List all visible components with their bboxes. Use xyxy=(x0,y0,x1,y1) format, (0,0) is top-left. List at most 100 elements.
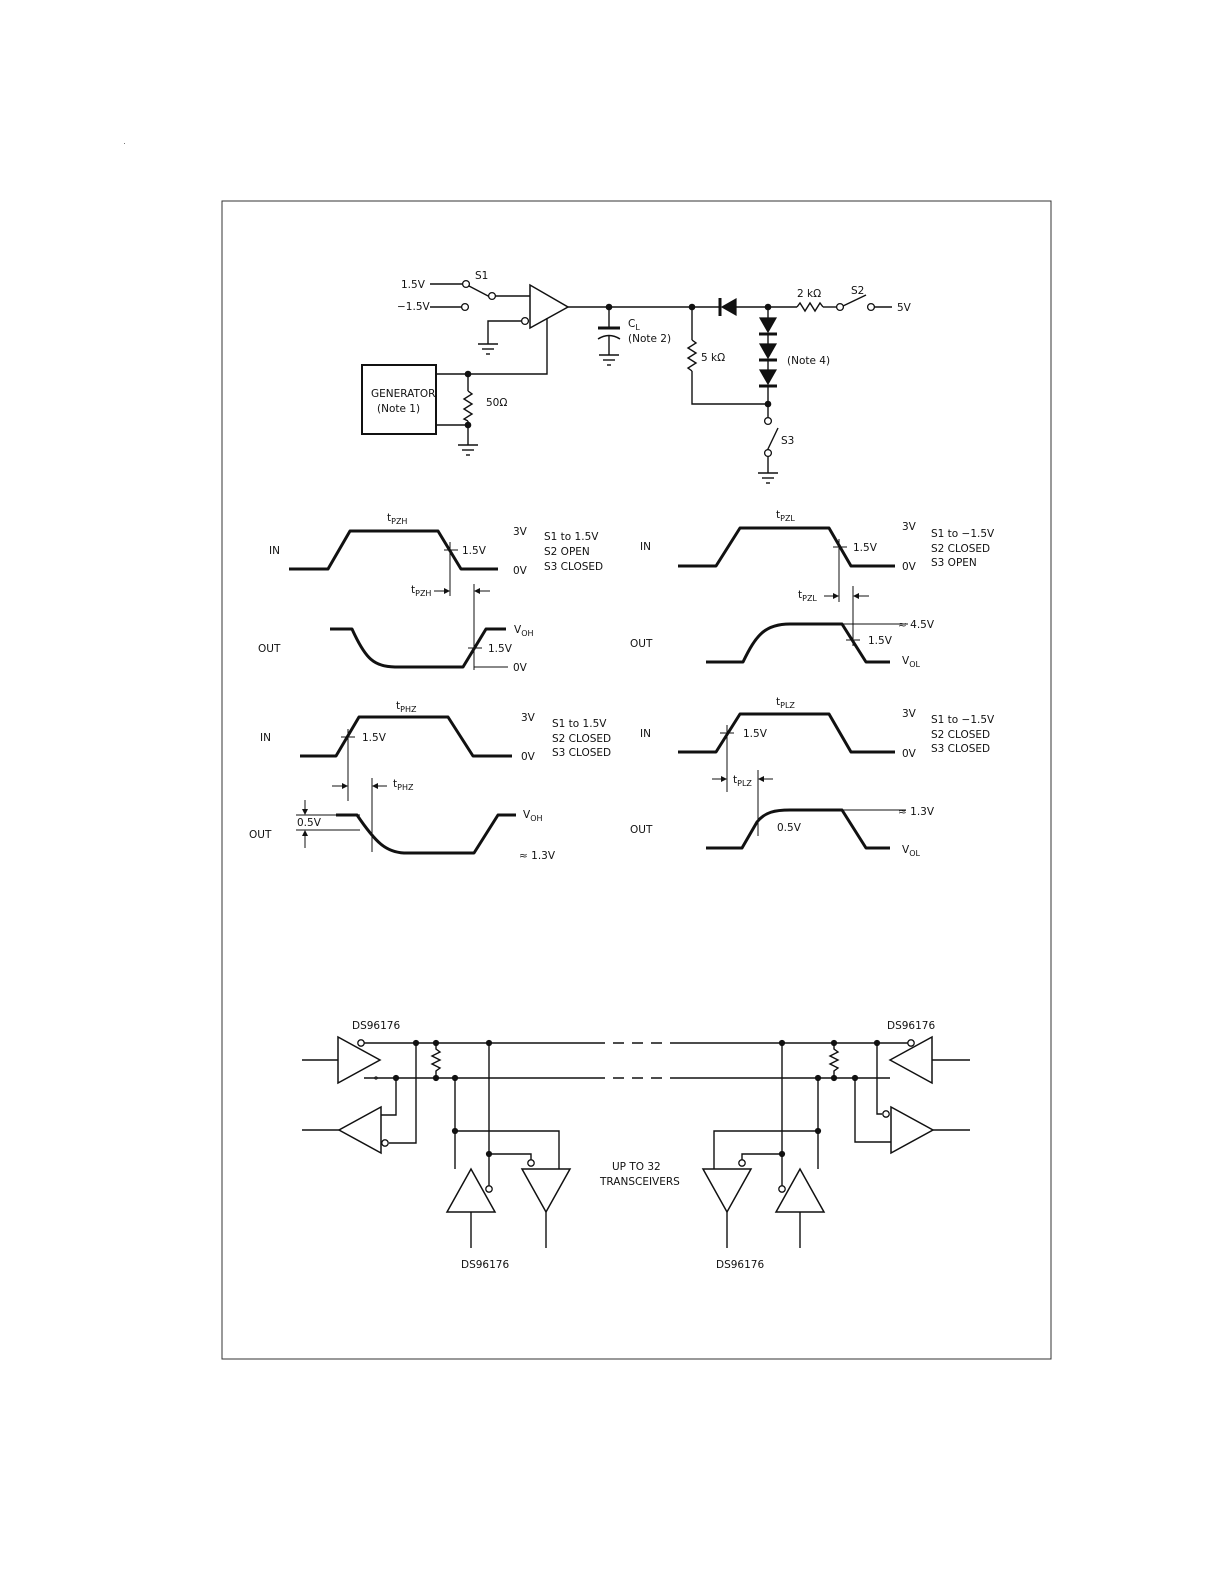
plz-out-trace xyxy=(706,808,890,850)
plz-0v5: 0.5V xyxy=(777,822,802,834)
generator-label: GENERATOR xyxy=(371,388,435,400)
s1-blade xyxy=(468,285,491,298)
page-speck xyxy=(124,143,125,144)
stack-diode-3 xyxy=(758,369,778,386)
pzh-3v: 3V xyxy=(513,526,528,538)
pzh-title: tPZH xyxy=(387,512,407,526)
pzh-cond-1: S1 to 1.5V xyxy=(544,531,599,543)
caption-line-2: TRANSCEIVERS xyxy=(599,1176,680,1188)
s1-label: S1 xyxy=(475,270,488,282)
s2-label: S2 xyxy=(851,285,864,297)
pzl-out-label: OUT xyxy=(630,638,653,650)
s2-contact-left xyxy=(835,302,845,312)
figure-frame xyxy=(221,200,1052,1360)
stack-diode-1 xyxy=(758,317,778,334)
pzl-delay: tPZL xyxy=(798,589,817,603)
plz-in-label: IN xyxy=(640,728,651,740)
phz-voh: VOH xyxy=(523,809,543,823)
term-right-resistor xyxy=(828,1043,840,1078)
resistor-50 xyxy=(462,390,474,422)
tl-driver-bubble-bottom xyxy=(374,1076,378,1080)
cl-label: CL xyxy=(628,318,640,332)
br-receiver-bubble xyxy=(738,1159,746,1167)
phz-arrowhead-left xyxy=(342,783,348,789)
s1-common xyxy=(487,291,497,301)
pzl-3v: 3V xyxy=(902,521,917,533)
pzh-0v-out: 0V xyxy=(513,662,528,674)
plz-v13: ≈ 1.3V xyxy=(898,806,935,818)
plz-0v-in: 0V xyxy=(902,748,917,760)
tr-receiver xyxy=(890,1105,935,1155)
pzh-cond-2: S2 OPEN xyxy=(544,546,590,558)
plz-cond-3: S3 CLOSED xyxy=(931,743,990,755)
phz-v13: ≈ 1.3V xyxy=(519,850,556,862)
term-right-bottom xyxy=(830,1074,838,1082)
phz-in-trace xyxy=(300,715,512,758)
tr-receiver-bubble xyxy=(882,1110,890,1118)
r5k-wire-bottom xyxy=(691,371,768,405)
tl-node-b xyxy=(412,1039,420,1047)
phz-1v5-in: 1.5V xyxy=(362,732,387,744)
tl-rx-wire-a xyxy=(381,1078,397,1116)
pzl-1v5-in: 1.5V xyxy=(853,542,878,554)
s1-high-label: 1.5V xyxy=(401,279,426,291)
driver-input-wire xyxy=(436,318,548,375)
tl-receiver-bubble xyxy=(381,1139,389,1147)
s3-contact-top xyxy=(763,416,773,426)
bl-rx-wire-b xyxy=(489,1153,532,1160)
tr-rx-wire-b xyxy=(876,1043,882,1115)
pzl-cond-2: S2 CLOSED xyxy=(931,543,990,555)
phz-3v: 3V xyxy=(521,712,536,724)
s2-blade xyxy=(842,294,867,307)
phz-0v-in: 0V xyxy=(521,751,536,763)
s3-label: S3 xyxy=(781,435,794,447)
br-rx-wire-b xyxy=(741,1153,782,1160)
plz-title: tPLZ xyxy=(776,696,795,710)
plz-arrowhead-left xyxy=(721,776,727,782)
pzl-cond-1: S1 to −1.5V xyxy=(931,528,995,540)
pzh-in-label: IN xyxy=(269,545,280,557)
plz-in-trace xyxy=(678,712,895,754)
plz-1v5-in: 1.5V xyxy=(743,728,768,740)
phz-title: tPHZ xyxy=(396,700,417,714)
pzl-0v-in: 0V xyxy=(902,561,917,573)
phz-cond-3: S3 CLOSED xyxy=(552,747,611,759)
generator-note: (Note 1) xyxy=(377,403,420,415)
phz-arrowhead-right xyxy=(372,783,378,789)
s3-blade xyxy=(766,427,779,452)
plz-arrowhead-right xyxy=(758,776,764,782)
test-driver xyxy=(529,283,570,330)
label-bl: DS96176 xyxy=(461,1259,509,1271)
series-diode xyxy=(720,297,737,317)
pzh-out-trace xyxy=(330,627,506,669)
waveform-plz: tPLZ IN 3V 1.5V 0V tPLZ OUT ≈ 1.3V 0.5V … xyxy=(630,696,995,858)
tl-driver xyxy=(337,1035,382,1085)
phz-cond-2: S2 CLOSED xyxy=(552,733,611,745)
phz-0v5: 0.5V xyxy=(297,817,322,829)
pzh-out-label: OUT xyxy=(258,643,281,655)
enable-ground-wire xyxy=(487,320,521,344)
bl-rx-wire-a xyxy=(455,1130,560,1169)
pzh-delay: tPZH xyxy=(411,584,431,598)
tl-driver-bubble xyxy=(357,1039,365,1047)
node-gen-bottom xyxy=(464,421,472,429)
label-br: DS96176 xyxy=(716,1259,764,1271)
bl-receiver-bubble xyxy=(527,1159,535,1167)
br-receiver xyxy=(701,1168,753,1214)
pzl-title: tPZL xyxy=(776,509,795,523)
waveform-phz: tPHZ IN 3V 1.5V 0V tPHZ OUT 0.5V VOH ≈ 1… xyxy=(249,700,611,862)
plz-cond-2: S2 CLOSED xyxy=(931,729,990,741)
plz-cond-1: S1 to −1.5V xyxy=(931,714,995,726)
tl-receiver xyxy=(337,1105,382,1155)
pzl-in-trace xyxy=(678,526,895,568)
pzh-0v-in: 0V xyxy=(513,565,528,577)
pzl-v45: ≈ 4.5V xyxy=(898,619,935,631)
phz-dim-arrow-bottom xyxy=(302,830,308,836)
s2-contact-right xyxy=(866,302,876,312)
test-circuit: 1.5V S1 −1.5V GENERATOR (Note 1) 50Ω xyxy=(361,270,912,484)
pzh-cond-3: S3 CLOSED xyxy=(544,561,603,573)
pzl-arrowhead-right xyxy=(853,593,859,599)
s1-low-contact xyxy=(460,302,470,312)
br-rx-wire-a xyxy=(713,1130,818,1169)
